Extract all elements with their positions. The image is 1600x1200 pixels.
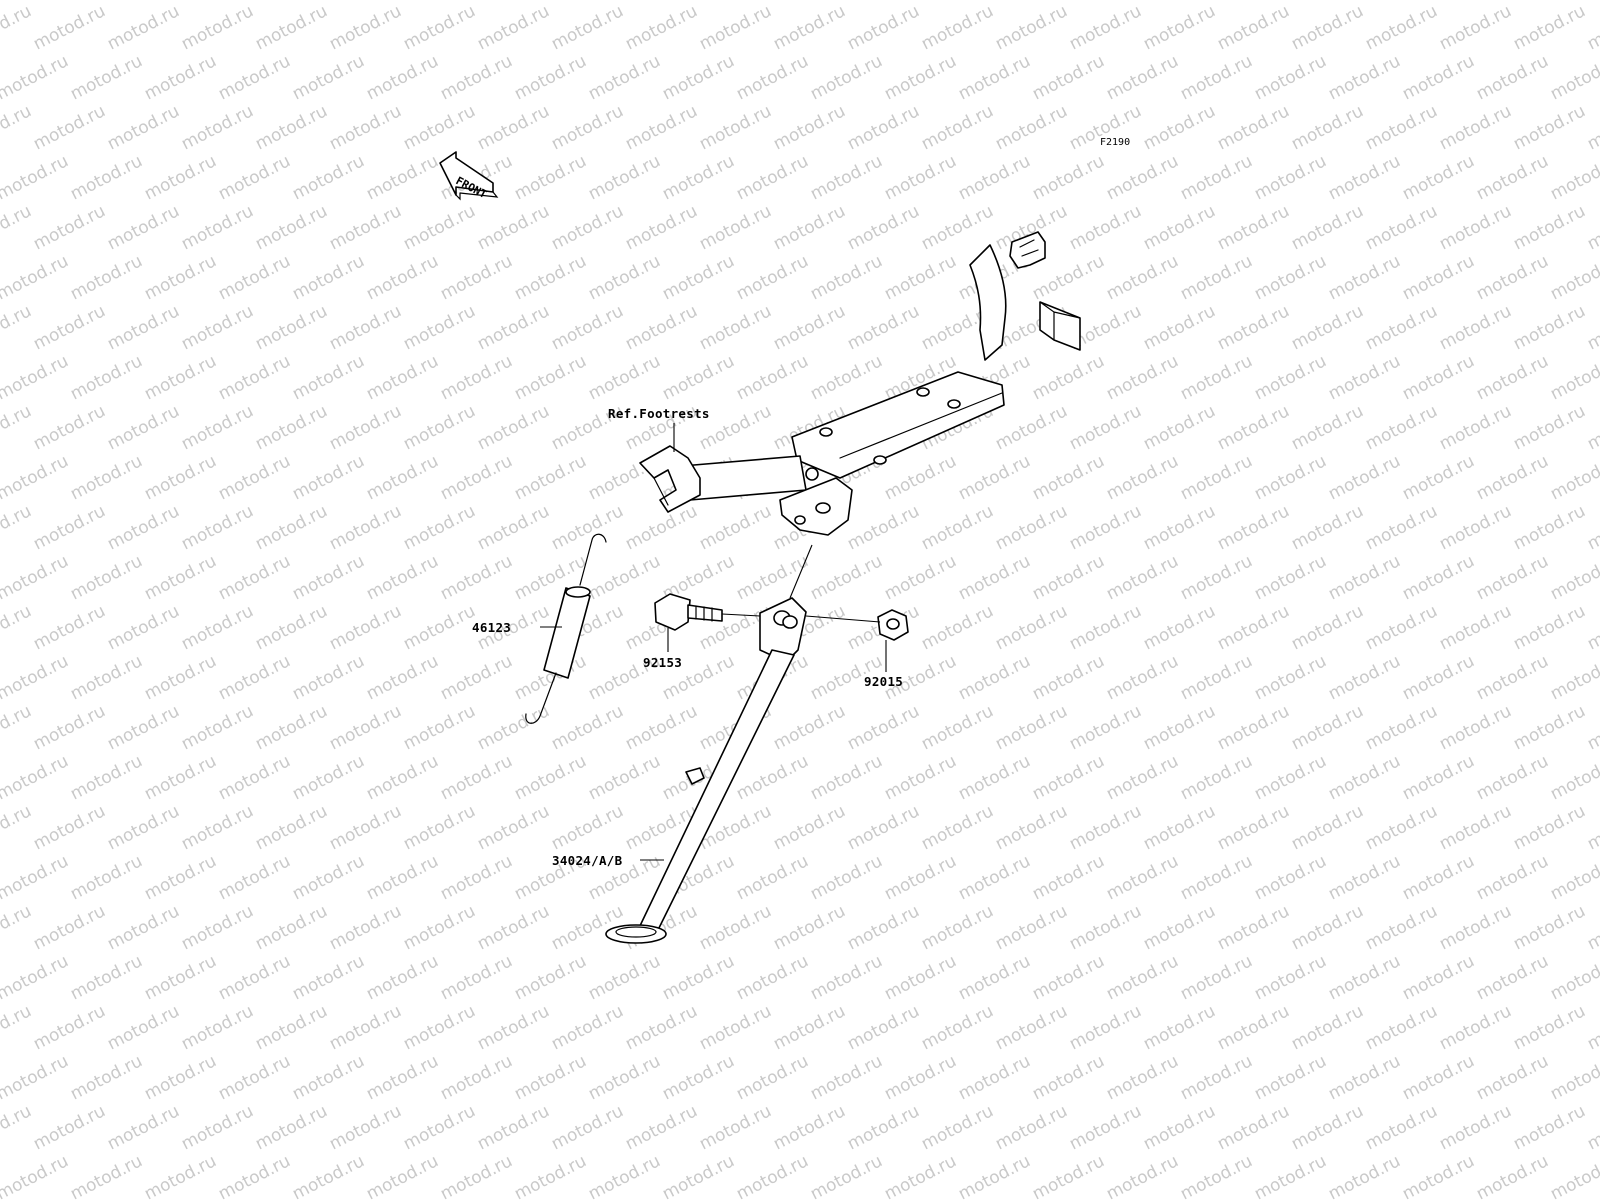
callout-92015: 92015 — [864, 674, 904, 689]
assembly-line-stand-to-frame — [789, 544, 813, 599]
assembly-line-nut — [805, 615, 881, 623]
callout-footrests: Ref.Footrests — [608, 406, 710, 421]
diagram-code: F2190 — [1100, 137, 1131, 148]
callout-46123: 46123 — [472, 620, 512, 635]
callout-92153: 92153 — [643, 655, 683, 670]
nut-part — [877, 609, 909, 641]
footrest-bracket-part — [639, 231, 1081, 536]
callout-34024: 34024/A/B — [552, 853, 623, 868]
return-spring-part — [525, 533, 607, 724]
pivot-bolt-part — [654, 593, 723, 631]
front-arrow-icon: FRONT — [439, 151, 499, 201]
assembly-line-bolt — [721, 613, 761, 617]
side-stand-part — [605, 597, 807, 944]
